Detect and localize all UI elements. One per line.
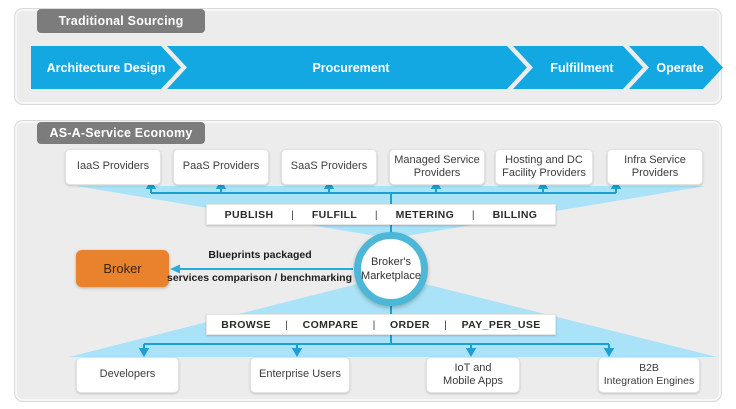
annotation-text: services comparison / benchmarking [167,272,352,284]
traditional-sourcing-panel: Traditional Sourcing Architecture Design… [14,8,722,105]
chevron-procurement: Procurement [167,46,527,89]
consumer-connector-arrows [138,306,615,357]
function-label: ORDER [389,318,430,331]
pipe-separator: | [285,318,289,331]
consumer-box-enterprise-users: Enterprise Users [250,357,350,393]
annotation-blueprints: Blueprints packaged [165,249,355,261]
publish-bar: PUBLISH | FULFILL | METERING | BILLING [206,204,556,225]
provider-label: Managed Service [394,153,480,166]
consumer-label: Developers [99,368,156,381]
function-label: FULFILL [311,208,358,221]
chevron-label: Operate [656,60,704,75]
traditional-sourcing-label: Traditional Sourcing [37,9,205,33]
section-title: AS-A-Service Economy [49,126,193,140]
provider-connector-arrows [145,180,622,236]
broker-arrow [170,264,353,274]
chevron-fulfillment: Fulfillment [513,46,643,89]
provider-box-managed-service: Managed Service Providers [389,149,485,185]
consumer-label: IoT and [454,361,492,374]
brokers-marketplace-circle: Broker's Marketplace [354,232,428,306]
function-label: BILLING [492,208,538,221]
as-a-service-panel: AS-A-Service Economy Iaa [14,120,722,402]
function-label: PAY_PER_USE [461,318,541,331]
function-label: COMPARE [302,318,359,331]
provider-box-infra-service: Infra Service Providers [607,149,703,185]
pipe-separator: | [372,318,376,331]
provider-label: Facility Providers [502,167,586,179]
annotation-services-comparison: services comparison / benchmarking [157,272,362,284]
provider-label: Hosting and DC [505,153,583,166]
consumer-box-b2b-integration: B2B Integration Engines [598,357,700,393]
consumer-label: Mobile Apps [443,375,503,387]
consumer-box-iot-mobile: IoT and Mobile Apps [426,357,520,393]
chevron-label: Fulfillment [550,60,614,75]
provider-box-saas: SaaS Providers [281,149,377,185]
provider-label: Infra Service [624,153,686,166]
function-label: METERING [395,208,455,221]
marketplace-label: Broker's [371,255,411,268]
provider-label: Providers [631,167,679,179]
provider-box-paas: PaaS Providers [173,149,269,185]
browse-bar: BROWSE | COMPARE | ORDER | PAY_PER_USE [206,314,556,335]
broker-label: Broker [103,261,142,276]
pipe-separator: | [444,318,448,331]
provider-label: PaaS Providers [182,160,260,173]
provider-label: SaaS Providers [290,160,368,173]
broker-box: Broker [76,250,169,287]
chevron-architecture-design: Architecture Design [31,46,181,89]
chevron-operate: Operate [629,46,723,89]
chevron-label: Architecture Design [46,60,166,75]
chevron-label: Procurement [312,60,390,75]
consumer-label: Enterprise Users [259,368,341,381]
consumer-box-developers: Developers [76,357,179,393]
annotation-text: Blueprints packaged [208,249,312,261]
provider-box-hosting-dc: Hosting and DC Facility Providers [495,149,593,185]
function-label: PUBLISH [224,208,274,221]
pipe-separator: | [374,208,378,221]
as-a-service-label: AS-A-Service Economy [37,122,205,144]
consumer-label: B2B [639,362,659,375]
provider-box-iaas: IaaS Providers [65,149,161,185]
pipe-separator: | [471,208,475,221]
marketplace-label: Marketplace [361,270,421,282]
provider-label: IaaS Providers [76,160,150,173]
provider-label: Providers [413,167,461,179]
function-label: BROWSE [221,318,271,331]
pipe-separator: | [291,208,295,221]
section-title: Traditional Sourcing [58,14,184,28]
consumer-label: Integration Engines [603,375,695,387]
